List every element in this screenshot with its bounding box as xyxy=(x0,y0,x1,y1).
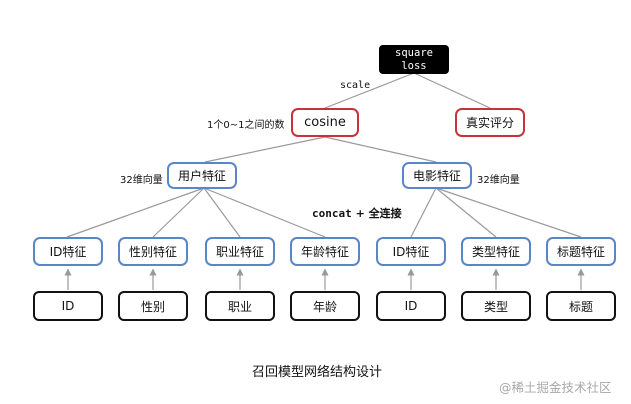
edge-user-gender xyxy=(152,187,205,238)
input-box-gender: 性别 xyxy=(118,291,188,321)
edge-user-id xyxy=(66,187,205,238)
concat-word: concat xyxy=(312,207,352,220)
edge-cosine-movie xyxy=(324,136,437,163)
input-box-job: 职业 xyxy=(205,291,275,321)
movie-feature-node: 电影特征 xyxy=(402,162,472,189)
edge-movie-title xyxy=(435,187,582,238)
input-box-type: 类型 xyxy=(461,291,531,321)
square-loss-node: square loss xyxy=(379,45,449,74)
input-box-user-id: ID xyxy=(33,291,103,321)
range-label: 1个0~1之间的数 xyxy=(207,120,285,131)
feature-box-movie-id: ID特征 xyxy=(376,237,446,266)
feature-box-job: 职业特征 xyxy=(205,237,275,266)
feature-box-age: 年龄特征 xyxy=(290,237,360,266)
edge-root-rating xyxy=(413,72,491,109)
movie-vector-label: 32维向量 xyxy=(477,175,520,186)
input-box-title: 标题 xyxy=(546,291,616,321)
user-vector-label: 32维向量 xyxy=(120,175,163,186)
edge-user-age xyxy=(203,187,326,238)
user-feature-node: 用户特征 xyxy=(167,162,237,189)
rating-node: 真实评分 xyxy=(455,108,525,137)
cosine-node: cosine xyxy=(291,108,359,137)
feature-box-type: 类型特征 xyxy=(461,237,531,266)
concat-fc-label: concat + 全连接 xyxy=(312,205,402,221)
square-loss-line2: loss xyxy=(401,59,427,72)
feature-box-user-id: ID特征 xyxy=(33,237,103,266)
feature-box-gender: 性别特征 xyxy=(118,237,188,266)
input-box-movie-id: ID xyxy=(376,291,446,321)
input-box-age: 年龄 xyxy=(290,291,360,321)
fc-word: + 全连接 xyxy=(351,207,402,220)
watermark: @稀土掘金技术社区 xyxy=(499,380,612,395)
scale-label: scale xyxy=(340,80,371,91)
edge-user-job xyxy=(203,187,241,238)
edge-movie-id xyxy=(410,187,437,238)
square-loss-line1: square xyxy=(395,46,433,59)
edge-root-cosine xyxy=(324,72,415,109)
diagram-caption: 召回模型网络结构设计 xyxy=(252,365,383,380)
edge-cosine-user xyxy=(204,136,326,163)
feature-box-title: 标题特征 xyxy=(546,237,616,266)
edge-movie-type xyxy=(435,187,497,238)
